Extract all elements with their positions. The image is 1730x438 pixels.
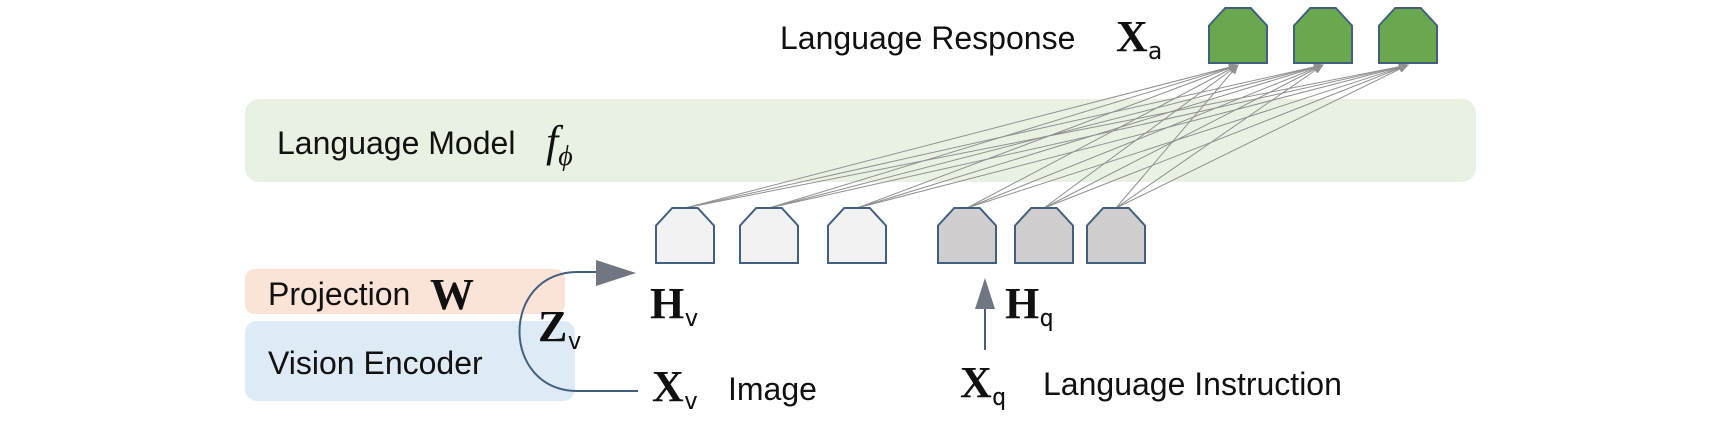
connector-line — [1043, 64, 1239, 209]
pentagon-token — [1378, 7, 1438, 64]
pentagon-token — [739, 207, 799, 264]
language-response-symbol: Xa — [1116, 12, 1162, 65]
language-model-box — [245, 99, 1476, 182]
vision-encoder-box — [245, 321, 575, 401]
connector-line — [768, 63, 1239, 209]
visual-tokens-symbol: Hv — [650, 279, 699, 332]
language-model-label: Language Model — [277, 125, 515, 161]
projection-curve-arrow — [518, 271, 638, 392]
connector-line — [1115, 64, 1324, 209]
connector-line — [856, 63, 1324, 209]
projection-box — [245, 269, 565, 314]
output-tokens — [1208, 7, 1438, 64]
projection-symbol: W — [430, 270, 474, 319]
connector-line — [1115, 64, 1409, 209]
connector-line — [856, 63, 1409, 209]
connector-line — [966, 63, 1409, 209]
pentagon-token — [827, 207, 887, 264]
projection-label: Projection — [268, 276, 410, 312]
image-input-symbol: Xv — [652, 362, 698, 415]
pentagon-token — [1208, 7, 1268, 64]
pentagon-token — [1293, 7, 1353, 64]
attention-connectors — [684, 62, 1409, 209]
visual-features-symbol: Zv — [538, 302, 582, 355]
pentagon-token — [655, 207, 715, 264]
connector-line — [966, 64, 1324, 209]
connector-line — [1115, 64, 1239, 209]
connector-line — [684, 63, 1239, 209]
connector-line — [1043, 64, 1409, 209]
instruction-input-label: Language Instruction — [1043, 366, 1342, 402]
pentagon-token — [1014, 207, 1074, 264]
connector-line — [768, 63, 1324, 209]
instruction-tokens-row — [937, 207, 1146, 264]
language-response-label: Language Response — [780, 20, 1075, 56]
arrow-head — [975, 278, 995, 309]
connector-line — [856, 64, 1239, 209]
connector-line — [1043, 64, 1324, 209]
pentagon-token — [937, 207, 997, 264]
pentagon-token — [1086, 207, 1146, 264]
vision-encoder-label: Vision Encoder — [268, 345, 483, 381]
instruction-tokens-symbol: Hq — [1005, 279, 1054, 332]
arrow-head — [596, 260, 636, 286]
visual-tokens-row — [655, 207, 887, 264]
image-input-label: Image — [728, 371, 817, 407]
instruction-input-symbol: Xq — [960, 358, 1006, 411]
connector-line — [966, 64, 1239, 209]
